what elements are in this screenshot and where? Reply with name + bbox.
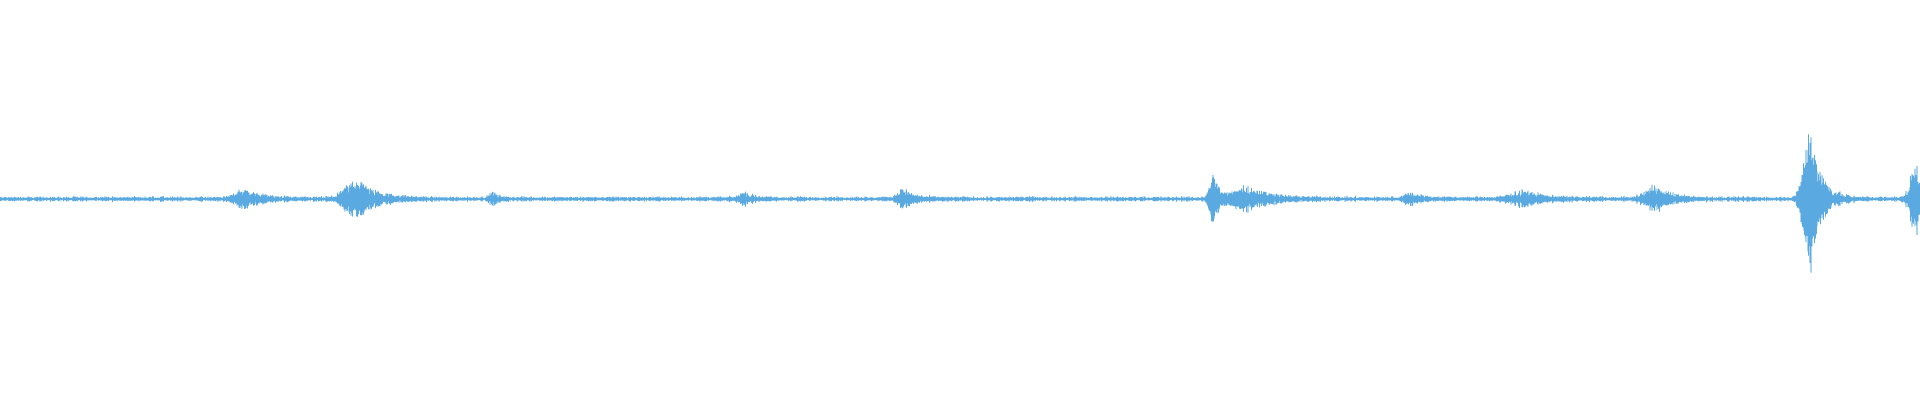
waveform-trace — [0, 134, 1920, 273]
